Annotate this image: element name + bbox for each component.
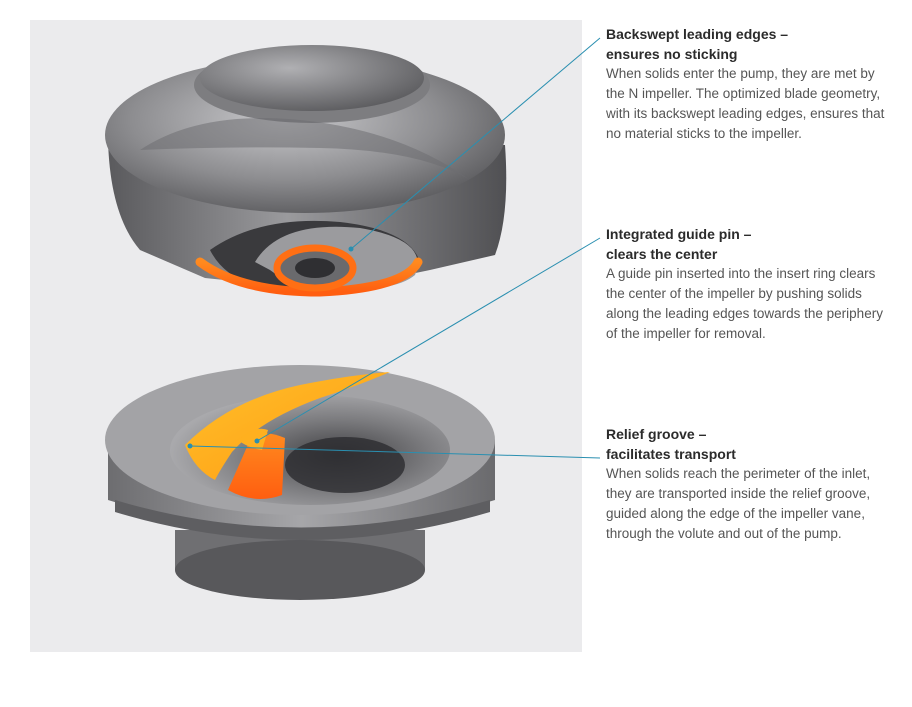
relief-groove-highlight (185, 372, 390, 480)
callout-title: Integrated guide pin – clears the center (606, 224, 886, 264)
leader-dot-1 (348, 246, 354, 252)
insert-ring-part (105, 365, 495, 600)
callout-title-line: facilitates transport (606, 446, 736, 462)
leader-line-3 (189, 445, 601, 459)
callout-body: When solids reach the perimeter of the i… (606, 466, 871, 541)
callout-title-line: clears the center (606, 246, 718, 262)
leader-line-2 (256, 237, 601, 442)
guide-pin-highlight (228, 433, 285, 499)
callout-backswept-leading-edges: Backswept leading edges – ensures no sti… (606, 24, 886, 144)
leader-dot-2 (254, 438, 260, 444)
callout-title-line: Backswept leading edges – (606, 26, 789, 42)
callout-integrated-guide-pin: Integrated guide pin – clears the center… (606, 224, 886, 344)
callout-title: Backswept leading edges – ensures no sti… (606, 24, 886, 64)
callout-body: A guide pin inserted into the insert rin… (606, 266, 883, 341)
callout-title-line: Relief groove – (606, 426, 707, 442)
impeller-top-part (105, 45, 507, 297)
leader-dot-3 (187, 443, 193, 449)
callout-title-line: Integrated guide pin – (606, 226, 752, 242)
callout-title-line: ensures no sticking (606, 46, 738, 62)
callout-body: When solids enter the pump, they are met… (606, 66, 885, 141)
leader-line-1 (350, 37, 601, 250)
callout-relief-groove: Relief groove – facilitates transport Wh… (606, 424, 886, 544)
callout-title: Relief groove – facilitates transport (606, 424, 886, 464)
leading-edge-highlight (195, 257, 423, 297)
